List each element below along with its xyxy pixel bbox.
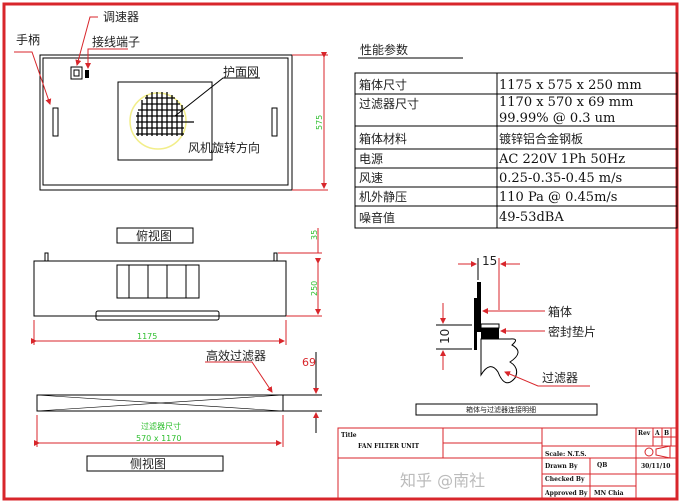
top-view: 手柄 调速器 接线端子 护面网 风机旋转方向 575 俯视图: [14, 10, 328, 244]
spec-row: 机外静压 110 Pa @ 0.45m/s: [359, 190, 617, 205]
filter-size: 570 x 1170: [136, 434, 181, 443]
side-view-title: 侧视图: [130, 456, 166, 471]
dim-69: 69: [302, 356, 316, 369]
dim-250: 250: [310, 281, 319, 296]
gasket-label: 密封垫片: [548, 324, 596, 339]
rotation-arrow: [129, 92, 187, 150]
svg-text:箱体尺寸: 箱体尺寸: [359, 77, 407, 92]
spec-row: 箱体尺寸 1175 x 575 x 250 mm: [359, 77, 642, 93]
guard-mesh-label: 护面网: [223, 65, 259, 79]
svg-text:风速: 风速: [359, 171, 383, 185]
dim-35: 35: [310, 230, 319, 240]
housing-label: 箱体: [548, 304, 572, 319]
handle-left: [52, 107, 59, 137]
svg-text:Rev: Rev: [638, 430, 651, 437]
terminal-icon: [85, 70, 89, 78]
svg-text:Title: Title: [341, 432, 357, 439]
svg-text:49-53dBA: 49-53dBA: [499, 210, 564, 225]
terminal-label: 接线端子: [92, 34, 140, 49]
svg-text:110 Pa @ 0.45m/s: 110 Pa @ 0.45m/s: [499, 190, 617, 205]
svg-text:30/11/10: 30/11/10: [641, 463, 670, 470]
title-block: [337, 427, 679, 501]
handle-right: [271, 107, 278, 137]
svg-text:箱体材料: 箱体材料: [359, 131, 407, 146]
dim-15: 15: [482, 254, 497, 268]
spec-row: 箱体材料 镀锌铝合金钢板: [359, 131, 583, 146]
svg-text:QB: QB: [597, 462, 607, 469]
filter-label: 过滤器: [542, 371, 578, 385]
svg-text:Scale: N.T.S.: Scale: N.T.S.: [545, 451, 586, 458]
svg-text:机外静压: 机外静压: [359, 190, 407, 204]
speed-controller-label: 调速器: [103, 10, 139, 24]
svg-text:0.25-0.35-0.45 m/s: 0.25-0.35-0.45 m/s: [499, 171, 622, 186]
projection-symbol-icon: [644, 447, 654, 457]
title-block-text: Title FAN FILTER UNIT Rev A B Scale: N.T…: [341, 430, 670, 497]
svg-text:99.99% @ 0.3 um: 99.99% @ 0.3 um: [499, 111, 615, 126]
svg-text:电源: 电源: [359, 152, 383, 166]
svg-text:AC 220V 1Ph 50Hz: AC 220V 1Ph 50Hz: [498, 152, 625, 167]
spec-row: 风速 0.25-0.35-0.45 m/s: [359, 171, 622, 186]
svg-text:A: A: [654, 430, 660, 437]
handle-label: 手柄: [16, 33, 40, 47]
filter-size-label: 过滤器尺寸: [141, 421, 181, 431]
spec-row: 电源 AC 220V 1Ph 50Hz: [359, 152, 625, 167]
fan-opening: [117, 81, 213, 161]
spec-row: 噪音值 49-53dBA: [359, 210, 564, 225]
hepa-filter-label: 高效过滤器: [206, 348, 266, 363]
detail-title: 箱体与过滤器连接明细: [466, 405, 536, 414]
speed-controller-icon: [70, 66, 83, 80]
front-view: 1175 35 250: [31, 228, 322, 345]
dim-575: 575: [315, 115, 324, 130]
svg-text:镀锌铝合金钢板: 镀锌铝合金钢板: [499, 131, 583, 146]
connection-detail: 15 10 箱体 密封垫片 过滤器 箱体与过滤器连接明细: [415, 254, 598, 416]
svg-text:MN Chia: MN Chia: [594, 490, 624, 497]
svg-text:1175 x 575 x 250 mm: 1175 x 575 x 250 mm: [499, 78, 642, 93]
svg-text:Drawn By: Drawn By: [545, 463, 578, 470]
watermark: 知乎 @南社: [400, 471, 485, 490]
spec-title: 性能参数: [360, 42, 408, 57]
dim-10: 10: [438, 329, 452, 344]
side-view: 69 高效过滤器 过滤器尺寸 570 x 1170 侧视图: [34, 348, 322, 472]
svg-text:B: B: [664, 430, 669, 437]
svg-text:过滤器尺寸: 过滤器尺寸: [359, 97, 419, 111]
guard-mesh-icon: [136, 92, 194, 136]
svg-text:Approved By: Approved By: [544, 490, 588, 497]
svg-text:1170 x 570 x 69 mm: 1170 x 570 x 69 mm: [499, 95, 633, 110]
fan-rotation-label: 风机旋转方向: [188, 140, 260, 155]
spec-table: 性能参数 箱体尺寸 1175 x 575 x 250 mm 过滤器尺寸 1170 x…: [354, 42, 678, 229]
top-view-title: 俯视图: [136, 228, 172, 243]
dim-1175: 1175: [137, 332, 157, 341]
svg-text:Checked By: Checked By: [545, 476, 585, 483]
svg-text:噪音值: 噪音值: [359, 210, 395, 225]
drawing-title: FAN FILTER UNIT: [358, 443, 420, 450]
